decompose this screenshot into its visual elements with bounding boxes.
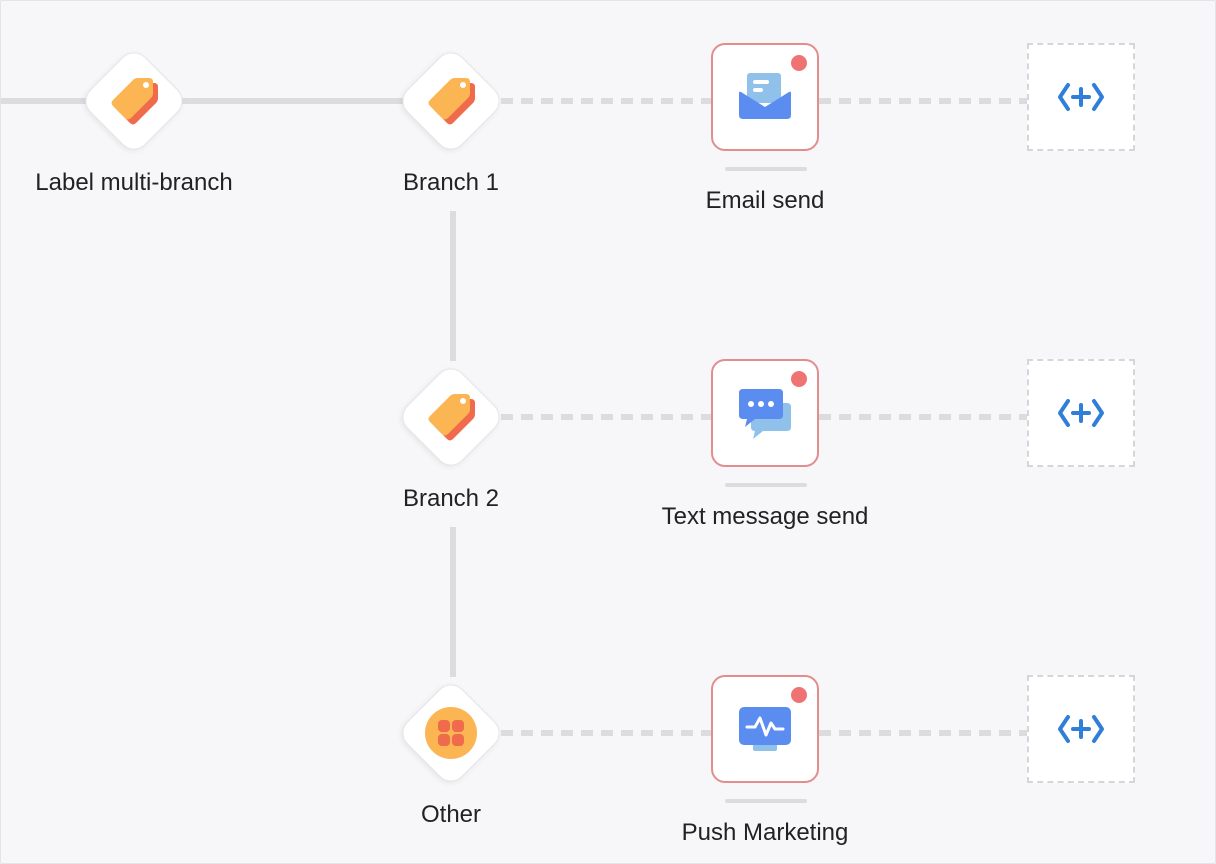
connector-sms-add bbox=[819, 414, 1027, 420]
email-send-underline bbox=[725, 167, 807, 171]
other-node[interactable] bbox=[395, 677, 507, 789]
grid-icon bbox=[425, 707, 477, 759]
email-send-label: Email send bbox=[705, 187, 825, 214]
tag-icon bbox=[428, 394, 475, 441]
root-node-label: Label multi-branch bbox=[35, 169, 233, 196]
connector-branch1-email bbox=[501, 98, 711, 104]
branch-1-node[interactable] bbox=[395, 45, 507, 157]
add-node-button[interactable] bbox=[1027, 43, 1135, 151]
connector-branch2-other bbox=[450, 527, 456, 677]
connector-branch1-branch2 bbox=[450, 211, 456, 361]
root-node[interactable] bbox=[78, 45, 190, 157]
text-message-send-node[interactable] bbox=[711, 359, 819, 467]
status-dot bbox=[791, 371, 807, 387]
add-node-icon bbox=[1058, 399, 1104, 427]
connector-push-add bbox=[819, 730, 1027, 736]
email-icon bbox=[739, 73, 791, 119]
connector-other-push bbox=[501, 730, 711, 736]
status-dot bbox=[791, 55, 807, 71]
branch-1-label: Branch 1 bbox=[402, 169, 500, 196]
email-send-node[interactable] bbox=[711, 43, 819, 151]
status-dot bbox=[791, 687, 807, 703]
add-node-button[interactable] bbox=[1027, 359, 1135, 467]
other-label: Other bbox=[420, 801, 482, 828]
tag-icon bbox=[111, 78, 158, 125]
chat-bubble-icon bbox=[739, 389, 791, 439]
text-message-send-label: Text message send bbox=[661, 503, 869, 530]
push-marketing-underline bbox=[725, 799, 807, 803]
monitor-pulse-icon bbox=[739, 707, 791, 751]
connector-branch2-sms bbox=[501, 414, 711, 420]
branch-2-label: Branch 2 bbox=[402, 485, 500, 512]
text-message-send-underline bbox=[725, 483, 807, 487]
add-node-icon bbox=[1058, 715, 1104, 743]
push-marketing-node[interactable] bbox=[711, 675, 819, 783]
add-node-button[interactable] bbox=[1027, 675, 1135, 783]
tag-icon bbox=[428, 78, 475, 125]
connector-email-add bbox=[819, 98, 1027, 104]
push-marketing-label: Push Marketing bbox=[681, 819, 849, 846]
branch-2-node[interactable] bbox=[395, 361, 507, 473]
add-node-icon bbox=[1058, 83, 1104, 111]
connector-root-branch1 bbox=[1, 98, 451, 104]
